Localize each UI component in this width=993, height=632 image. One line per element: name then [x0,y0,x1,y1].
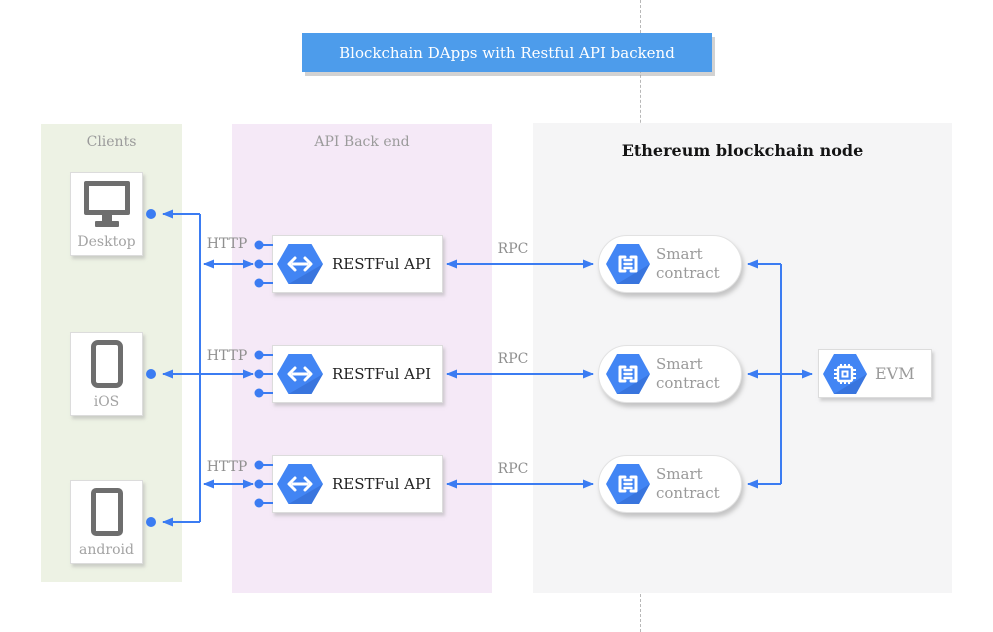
title-banner-label: Blockchain DApps with Restful API backen… [339,43,675,62]
http-edge-label: HTTP [206,459,248,475]
evm-label: EVM [875,364,915,383]
smart-contract-node-2: Smart contract [598,345,742,403]
ios-client-label: iOS [93,394,120,410]
android-client-label: android [79,542,134,558]
restful-api-node-3: RESTFul API [272,455,443,513]
monitor-icon [83,173,130,234]
smart-contract-label: Smart contract [656,245,720,282]
restful-api-node-2: RESTFul API [272,345,443,403]
smartphone-icon [90,481,123,542]
api-backend-column-header: API Back end [314,134,410,150]
restful-api-node-1: RESTFul API [272,235,443,293]
restful-api-label: RESTFul API [332,365,432,383]
restful-api-label: RESTFul API [332,475,432,493]
smart-contract-hexagon-icon [606,354,650,394]
rpc-edge-label: RPC [497,351,529,367]
evm-node: EVM [818,349,932,398]
restful-api-label: RESTFul API [332,255,432,273]
rpc-edge-label: RPC [497,241,529,257]
http-edge-label: HTTP [206,348,248,364]
ethereum-column-header: Ethereum blockchain node [621,141,864,160]
smart-contract-hexagon-icon [606,464,650,504]
smart-contract-hexagon-icon [606,244,650,284]
ios-client-node: iOS [70,332,143,416]
clients-column-header: Clients [86,134,137,150]
http-edge-label: HTTP [206,236,248,252]
smart-contract-node-3: Smart contract [598,455,742,513]
android-client-node: android [70,480,143,564]
cpu-chip-hexagon-icon [823,353,867,394]
desktop-client-node: Desktop [70,172,143,256]
smartphone-icon [90,333,123,394]
desktop-client-label: Desktop [77,234,136,250]
api-gateway-hexagon-icon [277,354,323,394]
smart-contract-label: Smart contract [656,465,720,502]
smart-contract-node-1: Smart contract [598,235,742,293]
api-gateway-hexagon-icon [277,464,323,504]
rpc-edge-label: RPC [497,461,529,477]
api-gateway-hexagon-icon [277,244,323,284]
title-banner: Blockchain DApps with Restful API backen… [302,33,712,72]
smart-contract-label: Smart contract [656,355,720,392]
